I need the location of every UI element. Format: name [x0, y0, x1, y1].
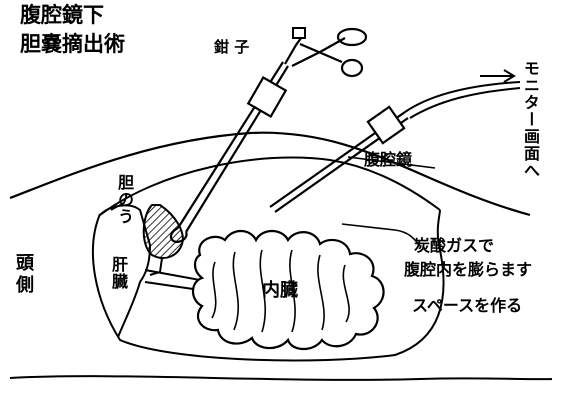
- forceps-ring-lower: [342, 60, 362, 76]
- monitor-arrow: [480, 70, 514, 82]
- label-monitor: モニター画面へ: [522, 60, 538, 179]
- laparoscope-port: [368, 107, 404, 143]
- forceps-port: [248, 78, 286, 117]
- monitor-cable: [405, 82, 520, 118]
- label-forceps: 鉗 子: [214, 40, 249, 55]
- label-laparoscope: 腹腔鏡: [364, 152, 412, 168]
- label-head-side: 頭側: [14, 253, 32, 297]
- forceps-tip-grip: [293, 28, 305, 38]
- label-gallbladder: 胆のう: [116, 174, 132, 225]
- title-line-2: 胆嚢摘出術: [20, 34, 125, 55]
- label-space: スペースを作る: [412, 298, 522, 314]
- title-line-1: 腹腔鏡下: [20, 5, 104, 26]
- label-intestines: 内臓: [262, 282, 298, 300]
- leader-gas: [342, 224, 420, 246]
- label-liver: 肝臓: [110, 256, 126, 290]
- back-line: [10, 376, 552, 380]
- label-gas-line2: 腹腔内を膨らます: [404, 262, 532, 278]
- forceps-ring-upper: [338, 29, 366, 45]
- abdominal-wall-line: [10, 133, 530, 215]
- gallbladder-shape: [144, 205, 183, 258]
- label-gas-line1: 炭酸ガスで: [414, 238, 494, 254]
